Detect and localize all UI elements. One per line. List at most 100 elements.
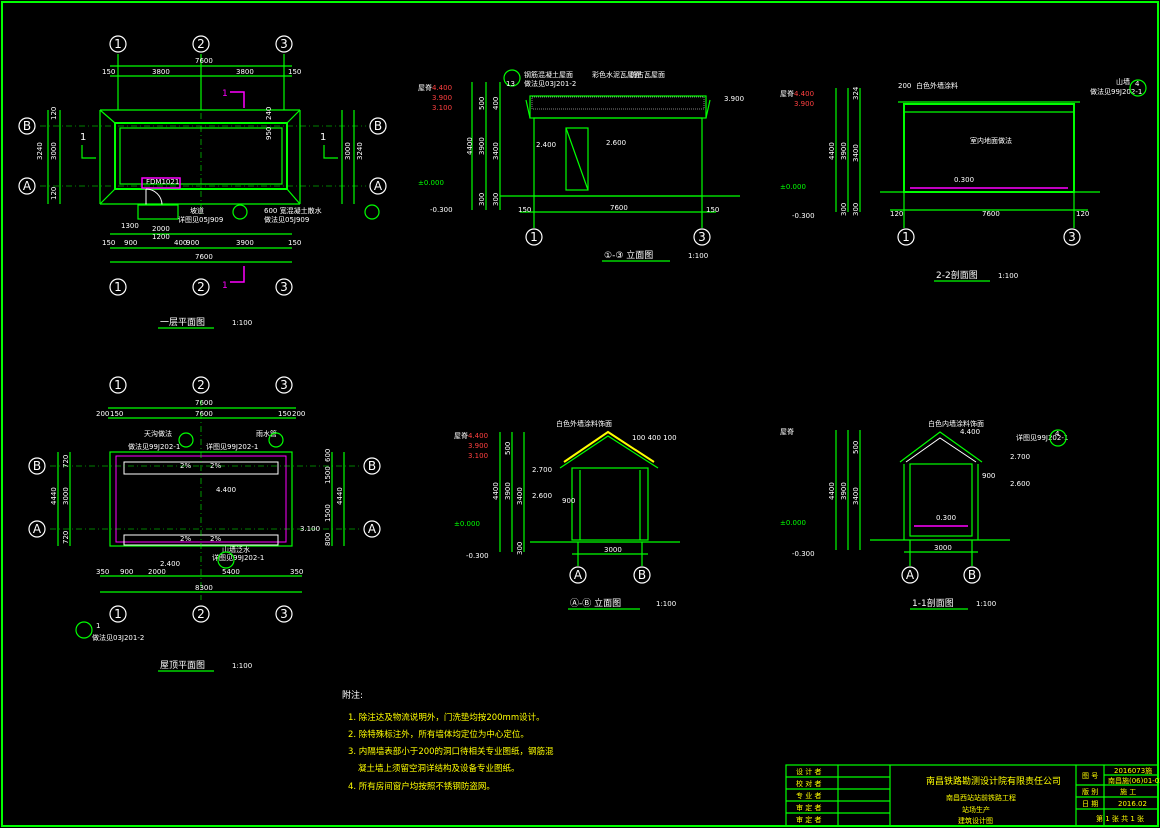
- plan1-dim-900: 900: [124, 239, 137, 247]
- sec22-h300b: 300: [852, 203, 860, 216]
- sec11-h4400: 4400: [828, 482, 836, 500]
- elevAB-axis-A: A: [574, 568, 583, 582]
- sec11-call: 4: [1055, 430, 1060, 438]
- elevAB-title: Ⓐ-Ⓑ 立面图: [570, 597, 621, 609]
- sec11-ref: 详图见99J202-1: [1016, 433, 1068, 442]
- roof-dim-150r: 150: [278, 410, 291, 418]
- plan1-apron-ref: 做法见05J909: [264, 215, 309, 224]
- elev13-h500: 500: [478, 97, 486, 110]
- roof-edge-ref: 做法见03J201-2: [92, 633, 144, 642]
- elev13-axis-3: 3: [698, 230, 706, 244]
- elevAB-e2700: 2.700: [532, 466, 552, 474]
- elev13-note3: 仿古瓦屋面: [630, 70, 665, 79]
- section-2-2: 屋脊 4.400 3.900 ±0.000 -0.300 4400 3900 3…: [780, 77, 1147, 282]
- sec22-r1: 白色外墙涂料: [916, 81, 958, 90]
- plan1-dim-240: 240: [265, 107, 273, 120]
- roof-w350r: 350: [290, 568, 303, 576]
- roof-total2: 8300: [195, 584, 213, 592]
- sec11-e0300: 0.300: [936, 514, 956, 522]
- axis-2-label: 2: [197, 37, 205, 51]
- plan1-dim-120b: 120: [50, 187, 58, 200]
- elev13-e3900: 3.900: [432, 94, 452, 102]
- roof-axis-3: 3: [280, 378, 288, 392]
- roof-axis-Ar: A: [368, 522, 377, 536]
- note-1: 1. 除注达及物流说明外，门洗垫均按200mm设计。: [348, 712, 545, 723]
- elev13-em: -0.300: [430, 206, 453, 214]
- roof-gutter: 天沟做法: [144, 429, 172, 438]
- sec11-em: -0.300: [792, 550, 815, 558]
- sec11-h900: 900: [982, 472, 995, 480]
- sec22-e0300: 0.300: [954, 176, 974, 184]
- plan1-dim-400: 400: [174, 239, 187, 247]
- elev13-h300b: 300: [492, 193, 500, 206]
- elevAB-h500: 500: [504, 442, 512, 455]
- roof-axis-A: A: [33, 522, 42, 536]
- plan1-dim-edge-br: 150: [288, 239, 301, 247]
- elev13-h3900: 3900: [478, 137, 486, 155]
- roof-w2000: 2000: [148, 568, 166, 576]
- axis-3-label: 3: [280, 37, 288, 51]
- tb-val-draw2: 南昌施(06)01-02: [1108, 776, 1160, 785]
- plan1-dim-h1: 3240: [36, 142, 44, 160]
- roof-h800: 800: [324, 533, 332, 546]
- elevAB-em: -0.300: [466, 552, 489, 560]
- roof-axis-1b: 1: [114, 607, 122, 621]
- elev13-total: 7600: [610, 204, 628, 212]
- plan1-dim-total: 7600: [195, 57, 213, 65]
- plan1-dim-2000: 2000: [152, 225, 170, 233]
- sec11-axis-B: B: [968, 568, 976, 582]
- roof-axis-2: 2: [197, 378, 205, 392]
- sec22-total: 7600: [982, 210, 1000, 218]
- sec22-axis-1: 1: [902, 230, 910, 244]
- roof-axis-1: 1: [114, 378, 122, 392]
- sec11-scale: 1:100: [976, 600, 996, 608]
- elev13-edge-r: 150: [706, 206, 719, 214]
- plan1-ramp-ref: 详图见05J909: [178, 215, 223, 224]
- plan1-section-1-top: 1: [222, 89, 228, 99]
- elevAB-ridge: 屋脊: [454, 431, 468, 440]
- sec22-edge-r: 120: [1076, 210, 1089, 218]
- sec11-axis-A: A: [906, 568, 915, 582]
- elev13-e3900r: 3.900: [724, 95, 744, 103]
- note-4: 4. 所有房间窗户均按照不锈钢防盗网。: [348, 781, 495, 792]
- plan1-dim-3900: 3900: [236, 239, 254, 247]
- plan1-dim-h2-r: 3000: [344, 142, 352, 160]
- roof-dim-150: 150: [110, 410, 123, 418]
- plan1-section-2-left: 1: [80, 132, 86, 143]
- elevAB-total: 3000: [604, 546, 622, 554]
- plan1-scale: 1:100: [232, 319, 252, 327]
- roof-h1500: 1500: [324, 466, 332, 484]
- plan1-dim-h2: 3000: [50, 142, 58, 160]
- roof-w350: 350: [96, 568, 109, 576]
- plan1-door-label: FDM1021: [146, 178, 179, 186]
- elevAB-h900: 900: [562, 497, 575, 505]
- roof-slope-1: 2%: [180, 462, 191, 470]
- roof-plan: 1 2 3 1 2 3 B A B A 7600 7600 200 150 15…: [28, 376, 381, 672]
- plan1-dim-120a: 120: [50, 107, 58, 120]
- sec22-h300: 300: [840, 203, 848, 216]
- tb-key-date: 日 期: [1082, 800, 1098, 808]
- roof-axis-2b: 2: [197, 607, 205, 621]
- roof-slope-3: 2%: [180, 535, 191, 543]
- sec22-ref: 做法见99J202-1: [1090, 87, 1142, 96]
- elev13-h4400: 4400: [466, 137, 474, 155]
- sec22-h324: 324: [852, 86, 860, 100]
- tb-sheet: 第 1 张 共 1 张: [1096, 814, 1144, 823]
- elevAB-top: 100 400 100: [632, 434, 677, 442]
- roof-axis-Br: B: [368, 459, 376, 473]
- general-notes: 附注: 1. 除注达及物流说明外，门洗垫均按200mm设计。 2. 除特殊标注外…: [342, 689, 554, 792]
- roof-down-ref: 详图见99J202-1: [206, 442, 258, 451]
- elev13-e4400: 4.400: [432, 84, 452, 92]
- plan1-dim-edge: 150: [102, 68, 115, 76]
- elevAB-h3900: 3900: [504, 482, 512, 500]
- sec11-e2700: 2.700: [1010, 453, 1030, 461]
- sec22-em: -0.300: [792, 212, 815, 220]
- axis-1-label: 1: [114, 37, 122, 51]
- elev13-title: ①-③ 立面图: [604, 249, 653, 261]
- elev13-axis-1: 1: [530, 230, 538, 244]
- sec22-h200: 200: [898, 82, 911, 90]
- roof-gutter-ref: 做法见99J202-1: [128, 442, 180, 451]
- note-3: 3. 内隔墙表部小于200的洞口待相关专业图纸，钢筋混: [348, 746, 554, 757]
